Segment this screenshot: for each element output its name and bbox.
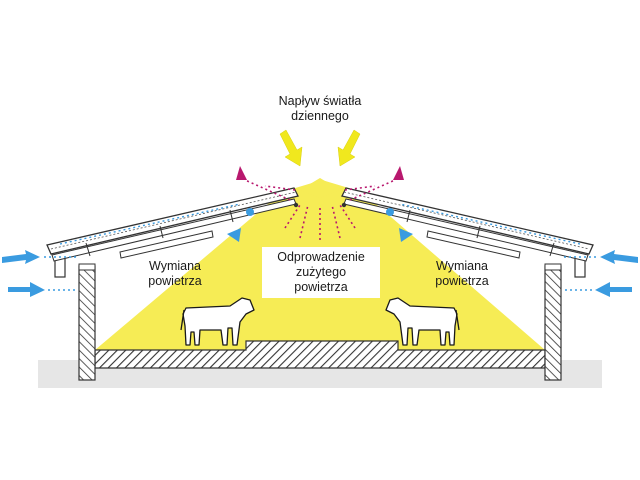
exhaust-line-1: Odprowadzenie [277, 250, 365, 264]
air-exchange-left-line-2: powietrza [148, 274, 202, 288]
roof-right [341, 187, 594, 262]
air-exchange-right-label: Wymiana powietrza [407, 259, 517, 289]
air-arrow-icon [2, 208, 638, 297]
exhaust-arrow-icon [244, 179, 396, 240]
air-exchange-left-label: Wymiana powietrza [120, 259, 230, 289]
cow-icon [385, 297, 460, 346]
air-exchange-right-line-1: Wymiana [436, 259, 488, 273]
cow-icon [180, 297, 255, 346]
daylight-line-2: dziennego [291, 109, 349, 123]
left-wall [78, 265, 96, 381]
right-wall [544, 265, 562, 381]
light-arrow-icon [279, 129, 361, 167]
floor [94, 340, 546, 369]
daylight-inflow-label: Napływ światła dziennego [260, 94, 380, 124]
exhaust-line-3: powietrza [294, 280, 348, 294]
air-exchange-right-line-2: powietrza [435, 274, 489, 288]
exhaust-line-2: zużytego [295, 265, 347, 279]
exhaust-air-label: Odprowadzenie zużytego powietrza [262, 247, 380, 298]
air-exchange-left-line-1: Wymiana [149, 259, 201, 273]
daylight-line-1: Napływ światła [278, 94, 362, 108]
